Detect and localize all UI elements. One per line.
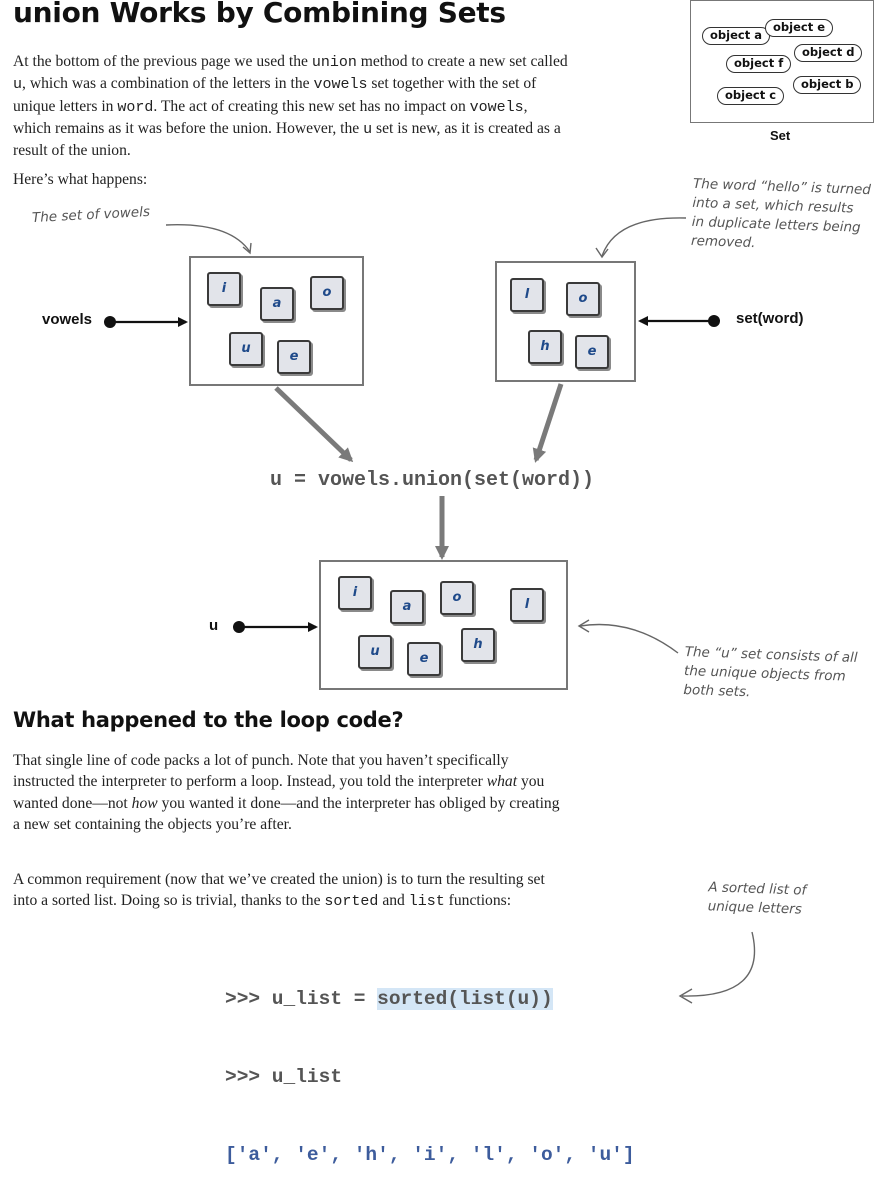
session-line-2: >>> u_list	[225, 1066, 343, 1088]
u-label: u	[209, 617, 219, 634]
intro-lead: Here’s what happens:	[13, 171, 148, 188]
letter-tile: o	[566, 282, 600, 316]
note-union-arrow	[579, 623, 679, 654]
note-word-arrow	[601, 217, 687, 257]
sorted-call: sorted(list(u))	[377, 988, 553, 1010]
letter-tile: h	[461, 628, 495, 662]
letter-tile: i	[207, 272, 241, 306]
set-legend-caption: Set	[770, 128, 791, 143]
sorted-paragraph: A common requirement (now that we’ve cre…	[13, 871, 545, 911]
vowels-set-box: i a o u e	[189, 256, 364, 386]
vowels-label: vowels	[42, 311, 93, 328]
word-set-box: l o h e	[495, 261, 636, 382]
session-line-1: >>> u_list = sorted(list(u))	[225, 988, 553, 1010]
diagram-arrows	[104, 217, 756, 1004]
letter-tile: e	[575, 335, 609, 369]
letter-tile: a	[390, 590, 424, 624]
word-label: set(word)	[736, 310, 804, 327]
union-set-box: i a o l u e h	[319, 560, 568, 690]
intro-paragraph: At the bottom of the previous page we us…	[13, 53, 568, 160]
note-union: The “u” set consists of all the unique o…	[683, 643, 858, 701]
object-pill: object d	[794, 44, 863, 62]
interpreter-session: >>> u_list = sorted(list(u)) >>> u_list …	[225, 934, 635, 1194]
letter-tile: a	[260, 287, 294, 321]
object-pill: object c	[717, 87, 785, 105]
loop-paragraph: That single line of code packs a lot of …	[13, 752, 560, 833]
object-pill: object f	[726, 55, 792, 73]
letter-tile: o	[440, 581, 474, 615]
letter-tile: e	[277, 340, 311, 374]
letter-tile: l	[510, 588, 544, 622]
note-sorted: A sorted list of unique letters	[707, 879, 807, 918]
letter-tile: h	[528, 330, 562, 364]
object-pill: object e	[765, 19, 833, 37]
section-heading: What happened to the loop code?	[13, 708, 404, 732]
letter-tile: i	[338, 576, 372, 610]
note-sorted-arrow	[681, 931, 756, 997]
note-word: The word “hello” is turned into a set, w…	[690, 175, 872, 252]
session-output: ['a', 'e', 'h', 'i', 'l', 'o', 'u']	[225, 1144, 635, 1166]
letter-tile: u	[229, 332, 263, 366]
page-title: union Works by Combining Sets	[13, 0, 506, 29]
word-flow-arrow	[532, 383, 564, 463]
letter-tile: u	[358, 635, 392, 669]
letter-tile: l	[510, 278, 544, 312]
vowels-flow-arrow	[274, 386, 354, 463]
object-pill: object b	[793, 76, 862, 94]
set-legend-box: object a object e object d object f obje…	[690, 0, 874, 123]
note-vowels-arrow	[165, 224, 251, 253]
object-pill: object a	[702, 27, 770, 45]
letter-tile: o	[310, 276, 344, 310]
union-code-line: u = vowels.union(set(word))	[270, 469, 595, 492]
letter-tile: e	[407, 642, 441, 676]
